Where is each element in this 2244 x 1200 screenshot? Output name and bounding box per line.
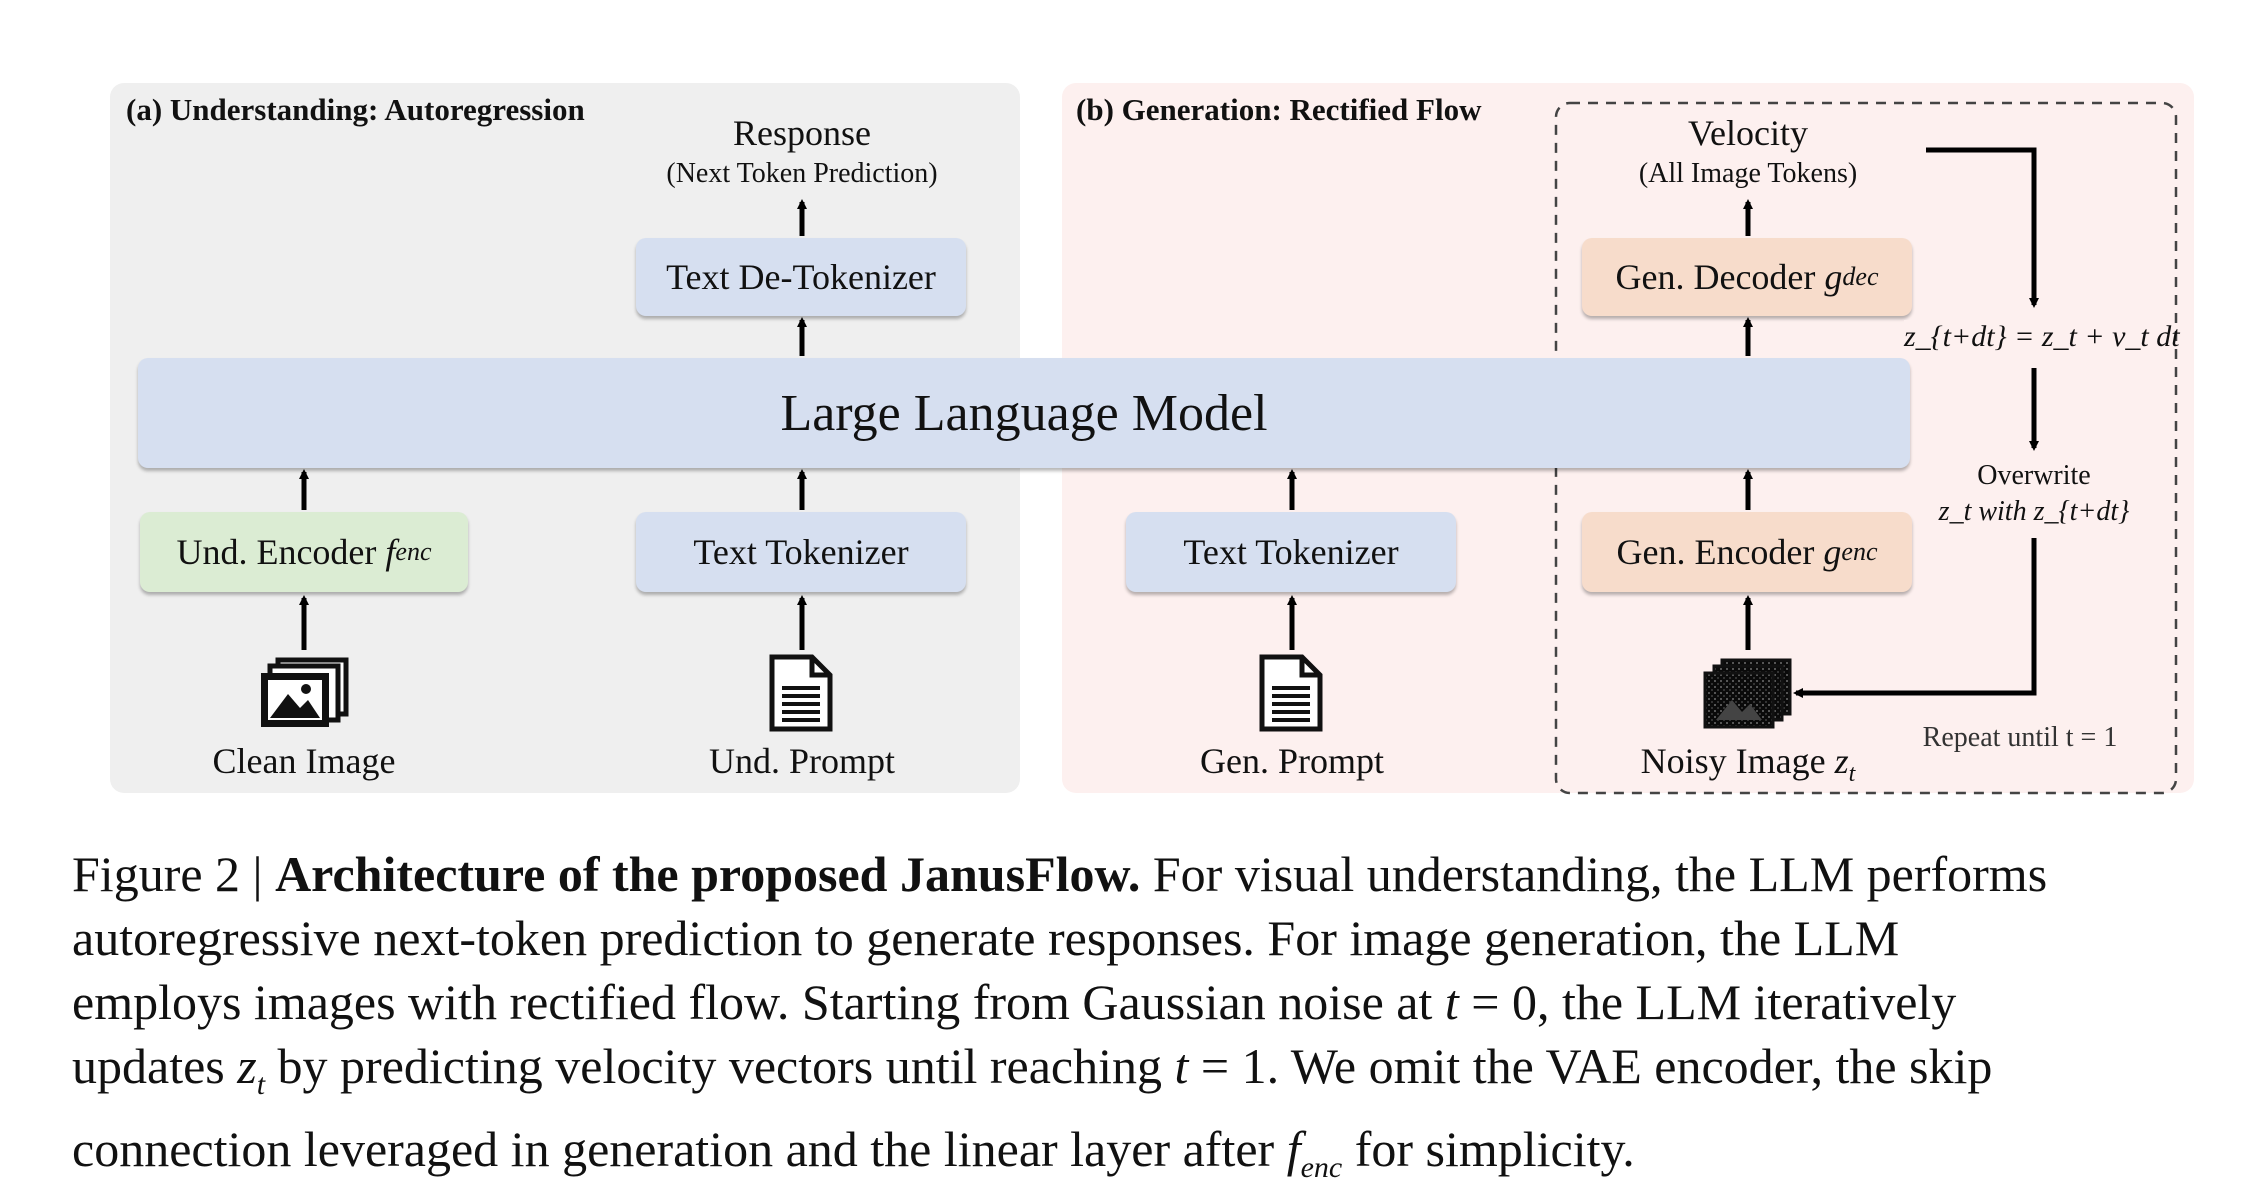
und-prompt-label: Und. Prompt [708, 741, 895, 781]
velocity-sublabel: (All Image Tokens) [1638, 158, 1858, 189]
noisy-image-stack-icon [1703, 658, 1792, 729]
gen-prompt-label: Gen. Prompt [1200, 741, 1384, 781]
caption-line5-b: for simplicity. [1342, 1121, 1635, 1177]
understanding-panel-title: (a) Understanding: Autoregression [126, 92, 585, 127]
gen-prompt-document-icon [1259, 654, 1323, 732]
gen-decoder-label: Gen. Decoder [1615, 257, 1816, 297]
image-stack-icon [261, 657, 349, 727]
caption-line3-a: employs images with rectified flow. Star… [72, 974, 1445, 1030]
caption-line5-a: connection leveraged in generation and t… [72, 1121, 1287, 1177]
und-encoder-subscript: enc [395, 537, 432, 566]
llm-label: Large Language Model [780, 384, 1268, 442]
gen-text-tokenizer-label: Text Tokenizer [1183, 532, 1399, 572]
gen-encoder-label: Gen. Encoder [1616, 532, 1815, 572]
arrow-overwrite-to-noisy-image [1793, 538, 2037, 698]
gen-encoder-symbol: g [1823, 532, 1842, 572]
clean-image-label: Clean Image [212, 741, 396, 781]
und-prompt-document-icon [769, 654, 833, 732]
caption-line4-c: = 1. We omit the VAE encoder, the skip [1188, 1038, 1993, 1094]
velocity-label: Velocity [1688, 113, 1808, 153]
caption-line-4: updates zt by predicting velocity vector… [72, 1034, 2202, 1117]
overwrite-label-line2: z_t with z_{t+dt} [1938, 496, 2130, 527]
gen-encoder-subscript: enc [1841, 537, 1878, 566]
repeat-loop-region [1554, 101, 2178, 795]
caption-line4-z: z [237, 1038, 257, 1094]
noisy-image-symbol: z [1834, 741, 1849, 781]
caption-line5-f: f [1286, 1121, 1301, 1177]
response-label: Response [733, 113, 871, 153]
arrow-velocity-to-update [1926, 147, 2039, 308]
text-detokenizer-label: Text De-Tokenizer [666, 257, 936, 297]
llm-box: Large Language Model [138, 358, 1910, 468]
noisy-image-subscript: t [1848, 761, 1856, 788]
caption-line4-t: t [1174, 1038, 1189, 1094]
gen-decoder-symbol: g [1824, 257, 1843, 297]
text-detokenizer-box: Text De-Tokenizer [636, 238, 966, 316]
caption-line3-t: t [1444, 974, 1459, 1030]
caption-line-1: Figure 2 | Architecture of the proposed … [72, 842, 2202, 906]
und-text-tokenizer-label: Text Tokenizer [693, 532, 909, 572]
figure-caption: Figure 2 | Architecture of the proposed … [72, 842, 2202, 1200]
caption-line4-b: by predicting velocity vectors until rea… [265, 1038, 1175, 1094]
generation-panel-title: (b) Generation: Rectified Flow [1076, 92, 1482, 127]
response-sublabel: (Next Token Prediction) [666, 158, 938, 189]
caption-line-2: autoregressive next-token prediction to … [72, 910, 1900, 966]
caption-line1-text: For visual understanding, the LLM perfor… [1140, 846, 2048, 902]
gen-decoder-subscript: dec [1842, 262, 1879, 291]
caption-line-5: connection leveraged in generation and t… [72, 1117, 2202, 1200]
caption-line5-fsub: enc [1300, 1151, 1343, 1184]
noisy-image-label: Noisy Image zt [1598, 740, 1898, 788]
overwrite-label-line1: Overwrite [1977, 460, 2091, 491]
und-encoder-label: Und. Encoder [176, 532, 377, 572]
caption-line4-zsub: t [256, 1068, 266, 1101]
und-text-tokenizer-box: Text Tokenizer [636, 512, 966, 592]
caption-bold-title: Architecture of the proposed JanusFlow. [275, 846, 1141, 902]
gen-text-tokenizer-box: Text Tokenizer [1126, 512, 1456, 592]
caption-line3-b: = 0, the LLM iteratively [1458, 974, 1957, 1030]
repeat-until-label: Repeat until t = 1 [1922, 722, 2118, 753]
und-encoder-symbol: f [385, 532, 396, 572]
caption-line-3: employs images with rectified flow. Star… [72, 970, 2202, 1034]
update-equation: z_{t+dt} = z_t + v_t dt [1904, 320, 2180, 354]
caption-line4-a: updates [72, 1038, 238, 1094]
caption-figure-label: Figure 2 | [72, 846, 276, 902]
noisy-image-text: Noisy Image [1640, 741, 1826, 781]
